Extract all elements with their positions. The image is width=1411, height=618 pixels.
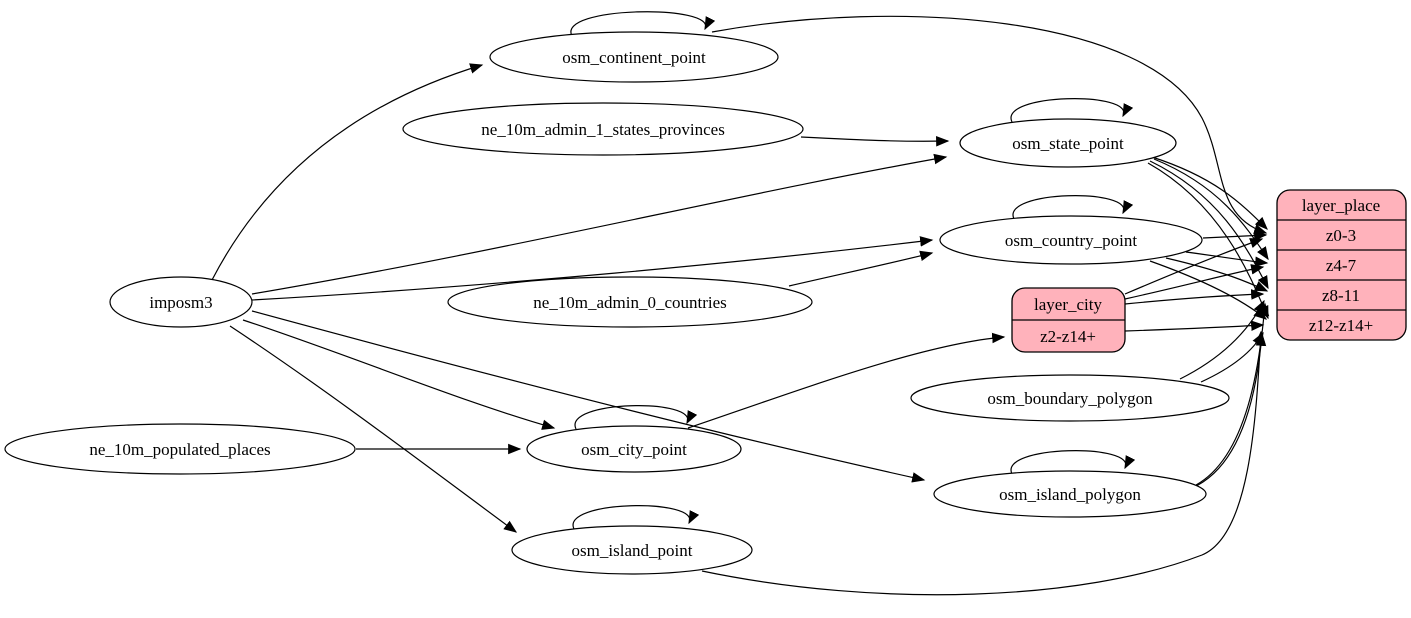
osm_country_point-label: osm_country_point	[1005, 231, 1137, 250]
layer_place-row-z12-z14: z12-z14+	[1309, 316, 1373, 335]
ne_10m_admin_1_states_provinces-label: ne_10m_admin_1_states_provinces	[481, 120, 725, 139]
osm_continent_point-shape	[489, 31, 779, 83]
edge-osm_city_point-layer_city-z2-z14	[687, 332, 1006, 429]
ne_10m_populated_places-label: ne_10m_populated_places	[89, 440, 270, 459]
node-ne_10m_admin_1_states_provinces: ne_10m_admin_1_states_provinces	[402, 102, 804, 156]
edge-imposm3-osm_island_polygon	[251, 310, 926, 483]
node-osm_island_polygon: osm_island_polygon	[933, 470, 1207, 518]
osm_state_point-label: osm_state_point	[1012, 134, 1124, 153]
osm_boundary_polygon-label: osm_boundary_polygon	[987, 389, 1153, 408]
edge-osm_boundary_polygon-layer_place-z8-11	[1179, 299, 1265, 380]
edge-osm_country_point-layer_place-z8-11	[1165, 257, 1269, 292]
edge-imposm3-osm_state_point	[251, 153, 948, 295]
layer_place-row-z8-11: z8-11	[1322, 286, 1360, 305]
layer_place-row-z4-7: z4-7	[1326, 256, 1357, 275]
ne_10m_populated_places-shape	[4, 423, 356, 475]
layer_place-row-z0-3: z0-3	[1326, 226, 1356, 245]
osm_country_point-shape	[939, 215, 1203, 265]
osm_city_point-shape	[526, 425, 742, 473]
layer_place-box	[1276, 189, 1407, 341]
osm_city_point-label: osm_city_point	[581, 440, 687, 459]
node-osm_continent_point: osm_continent_point	[489, 31, 779, 83]
node-ne_10m_admin_0_countries: ne_10m_admin_0_countries	[447, 276, 813, 328]
edge-layer_city-layer_place-z4-7	[1124, 264, 1265, 300]
edge-ne_10m_admin_1_states_provinces-osm_state_point	[800, 135, 950, 147]
edge-osm_island_point-layer_place-z12-z14	[701, 330, 1266, 596]
record-layer_city: layer_city z2-z14+	[1011, 287, 1126, 353]
osm_island_polygon-shape	[933, 470, 1207, 518]
edge-osm_country_point-layer_place-z4-7	[1185, 251, 1269, 268]
imposm3-label: imposm3	[149, 293, 212, 312]
node-imposm3: imposm3	[109, 276, 253, 328]
ne_10m_admin_1_states_provinces-shape	[402, 102, 804, 156]
node-osm_state_point: osm_state_point	[959, 118, 1177, 168]
node-osm_city_point: osm_city_point	[526, 425, 742, 473]
edge-imposm3-osm_island_point	[229, 325, 518, 533]
node-ne_10m_populated_places: ne_10m_populated_places	[4, 423, 356, 475]
edge-self-loop-osm_city_point	[574, 405, 698, 430]
ne_10m_admin_0_countries-label: ne_10m_admin_0_countries	[533, 293, 727, 312]
edge-self-loop-osm_island_polygon	[1010, 450, 1136, 475]
edge-layer_city-layer_place-z8-11	[1124, 289, 1265, 305]
edge-osm_state_point-layer_place-z0-3	[1151, 156, 1268, 230]
edge-imposm3-osm_city_point	[242, 319, 556, 430]
imposm3-shape	[109, 276, 253, 328]
osm_island_point-shape	[511, 525, 753, 575]
osm_boundary_polygon-shape	[910, 374, 1230, 422]
layer_city-row-z2-z14: z2-z14+	[1040, 327, 1096, 346]
edge-self-loop-osm_state_point	[1010, 98, 1134, 123]
edge-self-loop-osm_continent_point	[570, 11, 716, 37]
edge-layer_city-layer_place-z0-3	[1124, 238, 1264, 295]
edge-osm_country_point-layer_place-z0-3	[1202, 230, 1268, 241]
layer_place-title: layer_place	[1302, 196, 1380, 215]
osm_continent_point-label: osm_continent_point	[562, 48, 706, 67]
edge-self-loop-osm_island_point	[572, 505, 700, 530]
node-osm_island_point: osm_island_point	[511, 525, 753, 575]
edge-layer_city-layer_place-z12-z14	[1124, 320, 1265, 332]
edges	[211, 11, 1270, 596]
edge-ne_10m_admin_0_countries-osm_country_point	[788, 250, 934, 287]
osm_state_point-shape	[959, 118, 1177, 168]
node-osm_boundary_polygon: osm_boundary_polygon	[910, 374, 1230, 422]
edge-imposm3-osm_continent_point	[211, 63, 484, 281]
node-osm_country_point: osm_country_point	[939, 215, 1203, 265]
edge-osm_island_polygon-layer_place-z8-11	[1195, 302, 1270, 486]
osm_island_polygon-label: osm_island_polygon	[999, 485, 1141, 504]
layer_city-title: layer_city	[1034, 295, 1102, 314]
edge-imposm3-osm_country_point	[251, 236, 934, 301]
edge-osm_boundary_polygon-layer_place-z12-z14	[1200, 331, 1264, 383]
edge-self-loop-osm_country_point	[1012, 195, 1134, 220]
osm_island_point-label: osm_island_point	[572, 541, 693, 560]
record-layer_place: layer_place z0-3 z4-7 z8-11 z12-z14+	[1276, 189, 1407, 341]
ne_10m_admin_0_countries-shape	[447, 276, 813, 328]
